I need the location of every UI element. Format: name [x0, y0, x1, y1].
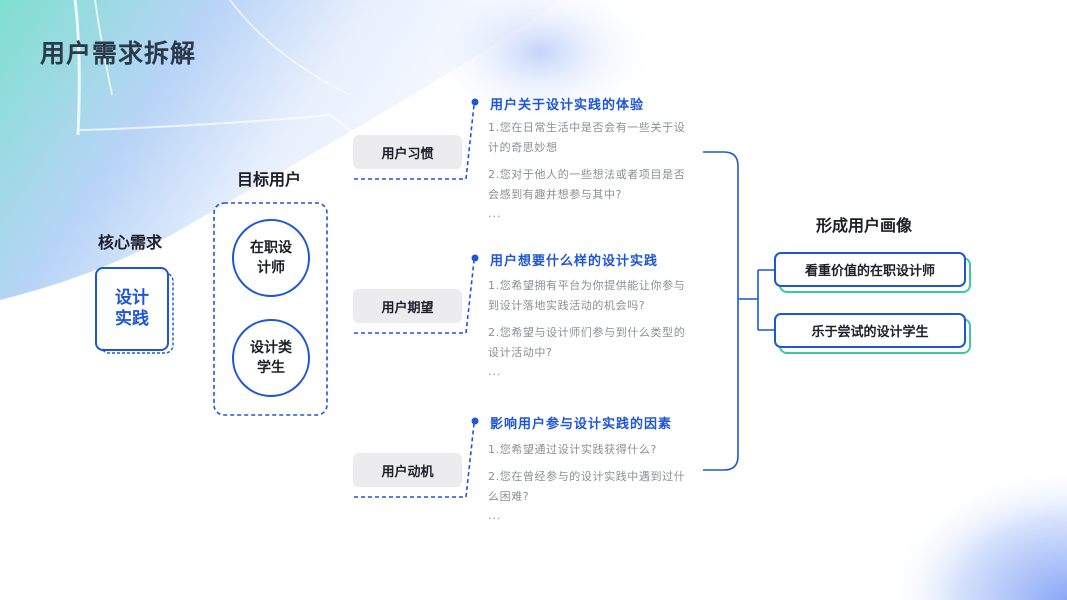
target-user-circle[interactable]: 在职设计师 — [232, 219, 310, 297]
target-user-label: 设计类学生 — [250, 340, 292, 376]
persona-card[interactable]: 看重价值的在职设计师 — [774, 252, 966, 287]
category-pill-motivation[interactable]: 用户动机 — [353, 453, 462, 487]
ellipsis: ... — [488, 509, 502, 522]
target-user-circle[interactable]: 设计类学生 — [232, 319, 310, 397]
category-pill-habit[interactable]: 用户习惯 — [353, 135, 462, 169]
target-users-title-text: 目标用户 — [237, 170, 302, 189]
ellipsis: ... — [488, 365, 502, 378]
page-title: 用户需求拆解 — [40, 39, 197, 68]
question-text: 2.您在曾经参与的设计实践中遇到过什么困难? — [488, 470, 686, 503]
target-user-label: 在职设计师 — [250, 240, 292, 276]
question-text: 2.您对于他人的一些想法或者项目是否会感到有趣并想参与其中? — [488, 168, 686, 201]
ellipsis: ... — [488, 207, 502, 220]
persona-title: 形成用户画像 — [816, 212, 913, 237]
question-group-heading: 用户关于设计实践的体验 — [490, 98, 645, 113]
question-text: 1.您希望通过设计实践获得什么? — [488, 443, 657, 456]
question-text: 2.您希望与设计师们参与到什么类型的设计活动中? — [488, 326, 686, 359]
target-users-title: 目标用户 — [237, 166, 302, 191]
category-pill-expectation[interactable]: 用户期望 — [353, 289, 462, 323]
core-need-box[interactable]: 设计实践 — [95, 267, 169, 351]
question-group-heading: 影响用户参与设计实践的因素 — [490, 417, 673, 432]
question-text: 1.您希望拥有平台为你提供能让你参与到设计落地实践活动的机会吗? — [488, 279, 686, 312]
question-group-heading: 用户想要什么样的设计实践 — [490, 254, 659, 269]
core-need-text: 设计实践 — [115, 288, 149, 329]
core-need-title: 核心需求 — [98, 229, 163, 254]
core-need-title-text: 核心需求 — [98, 233, 163, 252]
persona-card[interactable]: 乐于尝试的设计学生 — [774, 313, 966, 348]
question-text: 1.您在日常生活中是否会有一些关于设计的奇思妙想 — [488, 121, 686, 154]
persona-title-text: 形成用户画像 — [816, 216, 913, 235]
